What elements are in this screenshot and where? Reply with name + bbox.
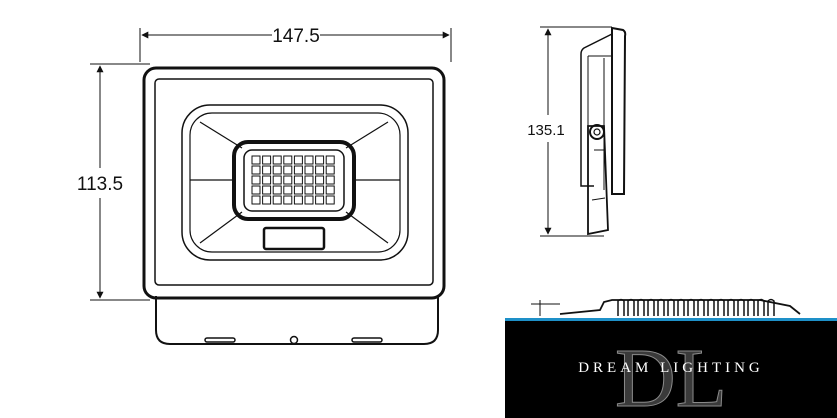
logo-accent-bar: [505, 318, 837, 321]
led-grid: [251, 155, 335, 205]
led-chip: [293, 165, 303, 175]
led-chip: [272, 195, 282, 205]
logo-monogram: DL: [615, 332, 727, 418]
led-chip: [315, 195, 325, 205]
led-chip: [304, 155, 314, 165]
heatsink-fin: [707, 298, 715, 316]
led-chip: [293, 195, 303, 205]
led-chip: [315, 165, 325, 175]
led-chip: [315, 175, 325, 185]
heatsink-fin: [677, 298, 685, 316]
heatsink-fin: [687, 298, 695, 316]
led-chip: [293, 175, 303, 185]
heatsink-fin: [697, 298, 705, 316]
led-chip: [272, 155, 282, 165]
led-chip: [251, 165, 261, 175]
led-chip: [304, 185, 314, 195]
heatsink-fin: [647, 298, 655, 316]
heatsink-fin: [717, 298, 725, 316]
led-chip: [251, 185, 261, 195]
led-chip: [272, 185, 282, 195]
led-module-outer: [232, 140, 356, 221]
heatsink-fin: [727, 298, 735, 316]
led-chip: [315, 155, 325, 165]
led-chip: [283, 155, 293, 165]
led-chip: [251, 155, 261, 165]
brand-logo: DL DREAM LIGHTING: [505, 318, 837, 418]
led-chip: [272, 165, 282, 175]
led-chip: [262, 195, 272, 205]
led-chip: [304, 165, 314, 175]
heatsink-fins: [617, 298, 775, 316]
heatsink-fin: [657, 298, 665, 316]
led-chip: [293, 155, 303, 165]
heatsink-fin: [767, 298, 775, 316]
led-chip: [283, 185, 293, 195]
heatsink-fin: [627, 298, 635, 316]
heatsink-fin: [637, 298, 645, 316]
side-bracket-arm: [587, 125, 609, 236]
led-chip: [315, 185, 325, 195]
top-view: [531, 298, 801, 316]
side-height-dimension-label: 135.1: [527, 122, 565, 139]
led-chip: [272, 175, 282, 185]
heatsink-fin: [757, 298, 765, 316]
housing-outer: [142, 66, 446, 300]
led-chip: [304, 195, 314, 205]
led-module-inner: [243, 149, 345, 212]
monogram-graphic: DL: [615, 332, 728, 418]
led-chip: [304, 175, 314, 185]
led-chip: [262, 175, 272, 185]
housing-inner: [154, 78, 434, 286]
led-chip: [293, 185, 303, 195]
led-chip: [251, 175, 261, 185]
front-view: [90, 28, 452, 345]
mount-bracket: [155, 296, 439, 345]
led-chip: [325, 185, 335, 195]
led-chip: [325, 165, 335, 175]
led-chip: [325, 155, 335, 165]
height-dimension-label: 113.5: [77, 174, 123, 195]
led-chip: [262, 165, 272, 175]
reflector-outer: [181, 104, 409, 261]
side-housing-profile: [611, 26, 627, 195]
heatsink-fin: [747, 298, 755, 316]
heatsink-fin: [617, 298, 625, 316]
label-window: [262, 226, 326, 251]
led-chip: [283, 165, 293, 175]
led-chip: [262, 185, 272, 195]
reflector-inner: [189, 112, 401, 253]
heatsink-fin: [667, 298, 675, 316]
led-chip: [251, 195, 261, 205]
led-chip: [262, 155, 272, 165]
led-chip: [325, 175, 335, 185]
led-chip: [325, 195, 335, 205]
led-chip: [283, 195, 293, 205]
led-chip: [283, 175, 293, 185]
logo-wordmark: DREAM LIGHTING: [578, 360, 764, 376]
pivot-bolt: [589, 124, 605, 140]
side-view: [540, 26, 627, 237]
width-dimension-label: 147.5: [272, 26, 320, 47]
heatsink-fin: [737, 298, 745, 316]
